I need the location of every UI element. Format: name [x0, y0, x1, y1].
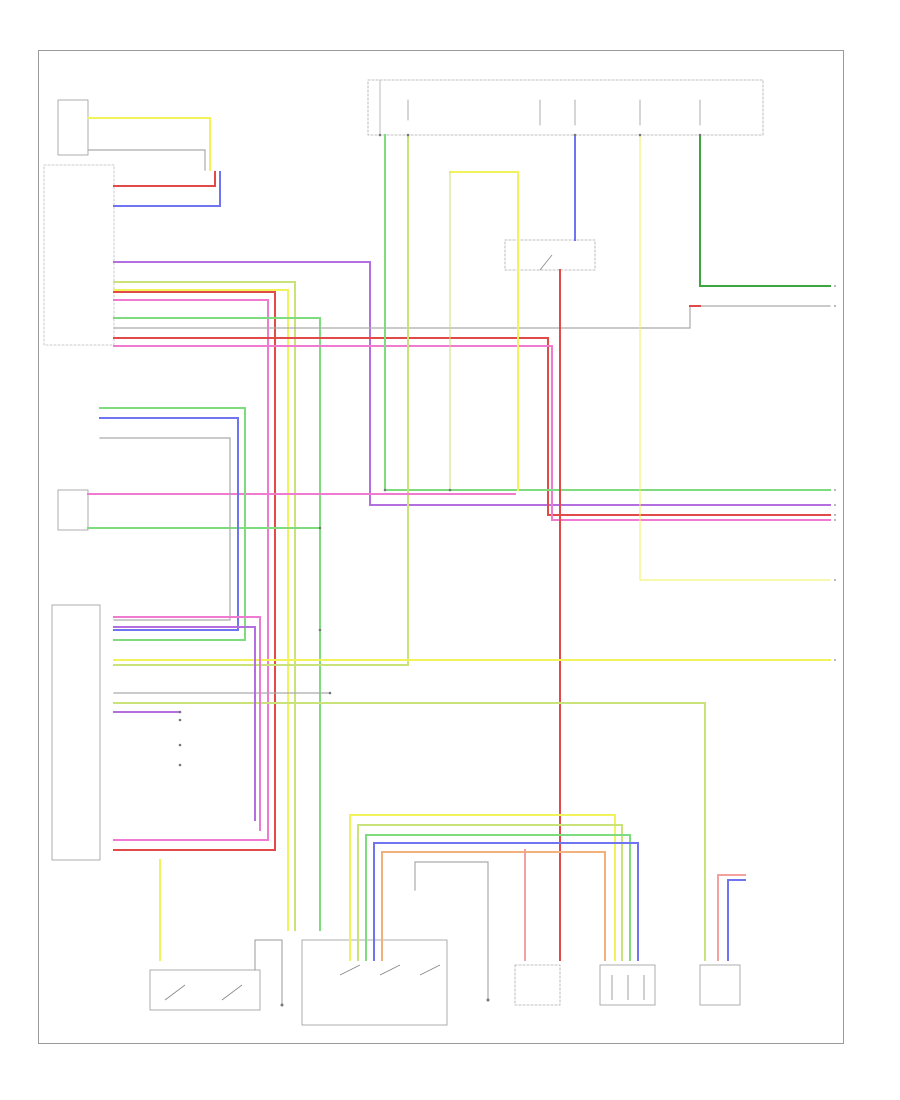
connector-dot — [318, 526, 322, 530]
switch-contact — [164, 984, 186, 1001]
wire-bundle-orange — [381, 851, 606, 961]
connector-dot — [280, 1003, 284, 1007]
wire-sensor-yellow — [87, 117, 211, 171]
wire-fuse-gray-2 — [639, 134, 831, 581]
switch-contact — [539, 254, 553, 271]
wire-relay-blue — [727, 879, 746, 961]
terminal-mark — [834, 514, 836, 516]
sensor-box-2 — [57, 489, 89, 531]
terminal-mark — [834, 305, 836, 307]
wire-sensor3-blue — [99, 417, 239, 631]
connector-dot — [486, 998, 490, 1002]
wire-ecm-pink-1 — [113, 261, 831, 506]
connector-dot — [448, 488, 452, 492]
wire-ecm-blue-top — [113, 171, 221, 207]
connector-dot — [178, 718, 182, 722]
device-box — [514, 964, 561, 1006]
fuse-box — [367, 79, 764, 136]
wire-ecm-red-top — [113, 171, 216, 187]
switch-contact — [339, 964, 361, 976]
wire-ground-gray — [254, 939, 283, 1006]
connector-dot — [178, 743, 182, 747]
terminal-mark — [834, 579, 836, 581]
wire-relay-pink — [717, 874, 746, 961]
connector-dot — [406, 133, 410, 137]
connector-dot — [638, 133, 642, 137]
connector-dot — [328, 691, 332, 695]
ecm-box — [43, 164, 115, 346]
wire-ecm-red-3 — [113, 299, 269, 841]
connector-dot — [318, 628, 322, 632]
wire-fuse-yellowgreen — [113, 134, 409, 666]
terminal-mark — [834, 519, 836, 521]
wire-ecm-yellow-2 — [113, 289, 289, 931]
switch-left-box — [149, 969, 261, 1011]
sensor-box-1 — [57, 99, 89, 156]
connector-dot — [573, 133, 577, 137]
connector-dot — [383, 488, 387, 492]
terminal-mark — [834, 659, 836, 661]
wire-sensor3-gray — [99, 437, 231, 621]
connector-dot — [178, 710, 182, 714]
wire-relay-green — [699, 134, 831, 287]
wire-bundle-green2 — [365, 834, 631, 961]
wire-bundle-yellow — [349, 814, 616, 961]
wire-ecm-green-1 — [113, 317, 321, 931]
wire-ecm-gray-1 — [113, 305, 831, 329]
wire-ecm-red-2 — [113, 291, 276, 851]
diagram-frame — [38, 50, 844, 1044]
wire-tcm-pink-1 — [113, 616, 261, 831]
tcm-box — [51, 604, 101, 861]
wire-bundle-blue — [373, 842, 639, 961]
terminal-mark — [834, 285, 836, 287]
wire-ecm-red-4 — [113, 337, 831, 516]
wire-tcm-green-long — [113, 702, 706, 961]
wire-bundle-gray — [414, 861, 489, 1001]
wire-sensor-gray — [87, 149, 206, 171]
wire-fuse-green — [384, 134, 831, 491]
switch-contact — [379, 964, 401, 976]
connector-dot — [378, 133, 382, 137]
solenoid-box — [599, 964, 656, 1006]
switch-contact — [419, 964, 441, 976]
wire-ecm-yellow-1 — [113, 281, 296, 931]
terminal-mark — [834, 504, 836, 506]
terminal-mark — [834, 489, 836, 491]
wire-tcm-violet-2 — [113, 626, 256, 821]
relay-cluster-box — [504, 239, 596, 271]
connector-dot — [178, 763, 182, 767]
wire-bundle-green — [357, 824, 623, 961]
connector-dot — [698, 133, 702, 137]
wire-yellow-loop — [449, 171, 519, 491]
relay-box — [699, 964, 741, 1006]
wire-ecm-pink-2 — [113, 345, 831, 521]
switch-contact — [221, 984, 243, 1001]
wire-sensor3-green — [99, 407, 246, 641]
